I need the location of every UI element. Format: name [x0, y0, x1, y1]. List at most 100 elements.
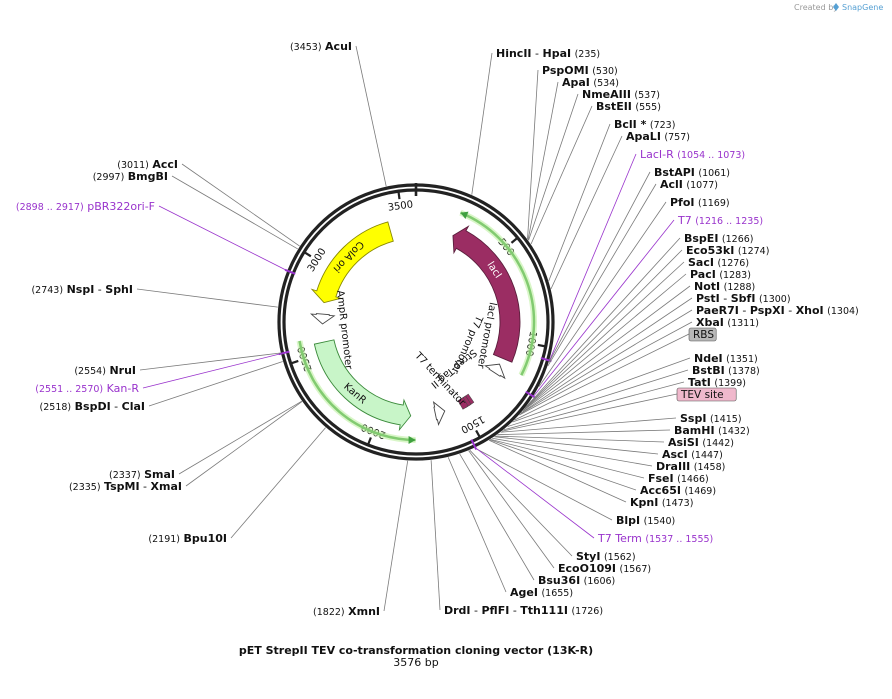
- site-label-text: (2335) TspMI - XmaI: [69, 480, 182, 493]
- created-by-text: Created by: [794, 3, 838, 12]
- site-ecoo109i: EcoO109I (1567): [558, 562, 651, 575]
- tick-1500: [475, 429, 481, 438]
- laci-promoter-label: lacI promoter: [474, 301, 497, 370]
- leader-line: [178, 400, 302, 475]
- site-label-text: T7 (1216 .. 1235): [677, 214, 763, 227]
- site-acc65i: Acc65I (1469): [640, 484, 716, 497]
- leader-line: [475, 447, 595, 539]
- snapgene-logo-icon: [833, 3, 839, 11]
- site-label-text: FseI (1466): [648, 472, 709, 485]
- site-label-text: LacI-R (1054 .. 1073): [640, 148, 745, 161]
- leader-line: [181, 163, 300, 247]
- site-label-text: (2554) NruI: [74, 364, 136, 377]
- site-label-text: PacI (1283): [690, 268, 751, 281]
- leader-line: [430, 460, 441, 611]
- tick-2500: [291, 359, 299, 365]
- site-paci: PacI (1283): [690, 268, 751, 281]
- site-label-text: BamHI (1432): [674, 424, 750, 437]
- leader-line: [549, 153, 637, 361]
- snapgene-brand: SnapGene: [842, 3, 883, 12]
- site-asisi: AsiSI (1442): [668, 436, 734, 449]
- laci-feature: [452, 225, 521, 363]
- kanr-feature: [313, 339, 412, 432]
- site-acui: (3453) AcuI: [290, 40, 352, 53]
- leader-line: [185, 401, 303, 487]
- leader-line: [522, 285, 691, 412]
- site-bcli: BclI * (723): [614, 118, 675, 131]
- rbs-box-label: RBS: [688, 327, 717, 342]
- ampr-promoter-feature: [309, 313, 336, 325]
- leader-line: [547, 183, 657, 367]
- site-xbai: XbaI (1311): [696, 316, 759, 329]
- lacI-translation-arc-arrowhead-icon: [460, 211, 469, 220]
- site-label-text: (2518) BspDI - ClaI: [40, 400, 145, 413]
- site-ndei: NdeI (1351): [694, 352, 758, 365]
- laci-promoter-feature: [483, 363, 506, 380]
- leader-line: [471, 52, 493, 195]
- leader-line: [527, 69, 539, 240]
- site-label-text: NotI (1288): [694, 280, 755, 293]
- primer-mark: [470, 439, 478, 450]
- site-smai: (2337) SmaI: [109, 468, 175, 481]
- site-label-text: BspEI (1266): [684, 232, 754, 245]
- tick-label-3500: 3500: [387, 199, 414, 213]
- site-sspi: SspI (1415): [680, 412, 742, 425]
- site-t7: T7 (1216 .. 1235): [677, 214, 763, 227]
- leader-line: [524, 261, 685, 409]
- site-label-text: XbaI (1311): [696, 316, 759, 329]
- leader-line: [514, 333, 690, 421]
- tev-site-box-label: TEV site: [676, 387, 737, 402]
- site-label-text: SspI (1415): [680, 412, 742, 425]
- leader-line: [520, 309, 693, 415]
- site-label-text: PaeR7I - PspXI - XhoI (1304): [696, 304, 859, 317]
- site-label-text: EcoO109I (1567): [558, 562, 651, 575]
- site-label-text: AgeI (1655): [510, 586, 573, 599]
- site-label-text: KpnI (1473): [630, 496, 693, 509]
- label-box: [688, 327, 717, 342]
- site-leaders: [136, 45, 693, 612]
- site-label-text: (2997) BmgBI: [93, 170, 168, 183]
- site-label-text: BstBI (1378): [692, 364, 760, 377]
- site-tspmi-xmai: (2335) TspMI - XmaI: [69, 480, 182, 493]
- site-noti: NotI (1288): [694, 280, 755, 293]
- site-label-text: BstEII (555): [596, 100, 661, 113]
- leader-line: [158, 205, 288, 271]
- tick-2000: [367, 437, 372, 445]
- primer-mark: [278, 350, 290, 356]
- leader-line: [488, 439, 627, 503]
- site-label-text: NdeI (1351): [694, 352, 758, 365]
- leader-line: [524, 249, 683, 409]
- site-eco53ki: Eco53kI (1274): [686, 244, 769, 257]
- leader-line: [468, 450, 555, 569]
- site-label-text: AclI (1077): [660, 178, 718, 191]
- site-label-text: (2337) SmaI: [109, 468, 175, 481]
- site-bstapi: BstAPI (1061): [654, 166, 730, 179]
- leader-line: [148, 361, 283, 407]
- leader-line: [520, 297, 693, 414]
- site-bpu10i: (2191) Bpu10I: [148, 532, 227, 545]
- site-label-text: (3453) AcuI: [290, 40, 352, 53]
- site-blpi: BlpI (1540): [616, 514, 675, 527]
- site-label-text: (2743) NspI - SphI: [31, 283, 133, 296]
- site-label-text: AscI (1447): [662, 448, 723, 461]
- label-box-text: RBS: [693, 329, 714, 341]
- site-acci: (3011) AccI: [117, 158, 178, 171]
- site-kan-r: (2551 .. 2570) Kan-R: [35, 382, 139, 395]
- site-fsei: FseI (1466): [648, 472, 709, 485]
- leader-line: [474, 447, 613, 521]
- leader-line: [528, 93, 579, 241]
- site-bstbi: BstBI (1378): [692, 364, 760, 377]
- leader-line: [459, 453, 535, 581]
- site-label-text: AsiSI (1442): [668, 436, 734, 449]
- site-paer7i-pspxi-xhoi: PaeR7I - PspXI - XhoI (1304): [696, 304, 859, 317]
- leader-line: [142, 353, 281, 389]
- leader-line: [527, 81, 559, 240]
- tick-label-1500: 1500: [459, 413, 487, 435]
- leader-line: [139, 352, 281, 371]
- site-bmgbi: (2997) BmgBI: [93, 170, 168, 183]
- leader-line: [383, 460, 409, 612]
- lacI-translation-arc-glow: [459, 209, 537, 377]
- site-bsteii: BstEII (555): [596, 100, 661, 113]
- leader-line: [492, 437, 653, 467]
- site-t7-term: T7 Term (1537 .. 1555): [597, 532, 713, 545]
